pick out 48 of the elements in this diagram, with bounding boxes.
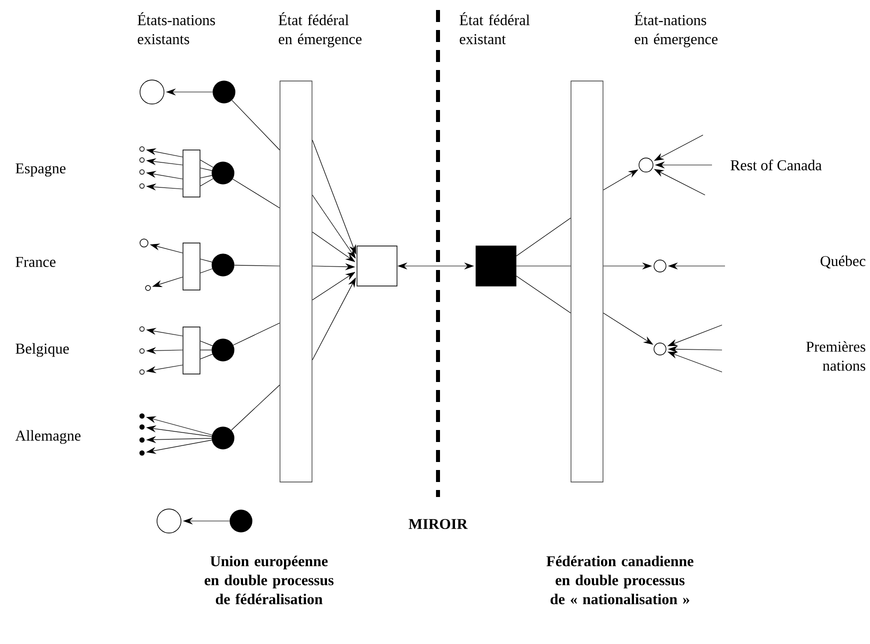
open-circle bbox=[654, 342, 666, 356]
connector-line bbox=[516, 218, 571, 256]
column-bar bbox=[280, 80, 312, 482]
column-heading: États-nations existants bbox=[138, 12, 215, 44]
filled-square bbox=[476, 246, 516, 286]
filled-circle bbox=[212, 162, 234, 184]
row-label: Rest of Canada bbox=[730, 160, 822, 170]
column-bar bbox=[570, 80, 604, 482]
filled-circle bbox=[212, 426, 234, 450]
column-heading: État fédéral existant bbox=[460, 12, 530, 44]
connector-line bbox=[232, 100, 280, 150]
connector-line bbox=[516, 276, 571, 314]
connector-line bbox=[232, 178, 280, 208]
column-heading: État fédéral en émergence bbox=[278, 12, 362, 48]
row-label: Québec bbox=[820, 256, 866, 268]
connector-line bbox=[200, 258, 212, 262]
row-label: Espagne bbox=[16, 163, 66, 177]
connector-line bbox=[200, 168, 212, 171]
connector-line bbox=[231, 384, 280, 431]
open-circle bbox=[638, 158, 654, 172]
connector-line bbox=[200, 340, 213, 346]
connector-line bbox=[200, 268, 213, 274]
connector-line bbox=[232, 322, 280, 346]
connector-line bbox=[200, 178, 214, 186]
connector-line bbox=[200, 160, 214, 168]
connector-line bbox=[200, 354, 213, 360]
column-heading: État-nations en émergence bbox=[634, 12, 718, 48]
row-label: France bbox=[16, 257, 56, 267]
small-rectangle bbox=[182, 242, 200, 290]
row-label: Allemagne bbox=[15, 430, 80, 444]
open-circle bbox=[156, 508, 182, 534]
filled-circle bbox=[230, 510, 252, 532]
connector-line bbox=[200, 175, 212, 178]
row-label: Premières nations bbox=[806, 341, 866, 371]
filled-circle bbox=[212, 254, 234, 276]
open-circle bbox=[654, 260, 666, 272]
connector-line bbox=[234, 264, 280, 266]
filled-circle bbox=[212, 338, 234, 362]
filled-circle bbox=[212, 80, 236, 104]
caption: Fédération canadienne en double processus de « nationalisation » bbox=[546, 556, 694, 604]
small-circle bbox=[140, 238, 148, 248]
caption: Union européenne en double processus de fédéralisation bbox=[204, 556, 334, 604]
open-square bbox=[356, 246, 398, 286]
mirror-label: MIROIR bbox=[408, 518, 468, 530]
open-circle bbox=[140, 80, 164, 104]
small-rectangle bbox=[182, 150, 200, 198]
small-rectangle bbox=[182, 326, 200, 374]
row-label: Belgique bbox=[16, 343, 69, 357]
